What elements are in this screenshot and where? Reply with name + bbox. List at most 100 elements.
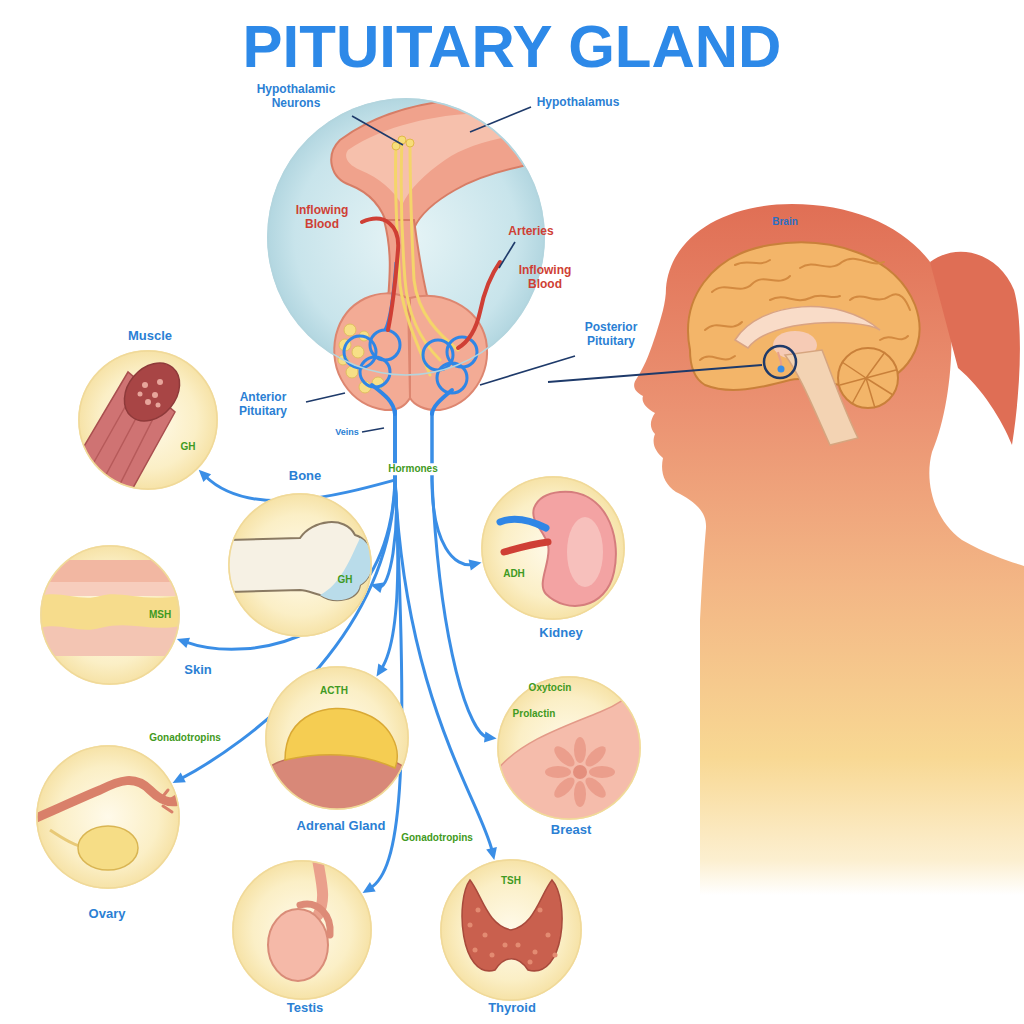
organ-label: Skin xyxy=(184,663,211,678)
organ-circle: Testis xyxy=(232,860,372,1000)
magnified-pituitary-part xyxy=(344,262,477,393)
breast-drawing-part-part-part xyxy=(582,774,609,801)
brain-drawing-part xyxy=(840,352,896,408)
brain-drawing-part-part xyxy=(700,356,735,360)
organ-circle: Ovary xyxy=(36,745,180,889)
pituitary-marker-part xyxy=(778,366,785,373)
skin-drawing-part-part xyxy=(40,594,180,629)
organ-circle: BoneGH xyxy=(228,493,372,637)
organ-label: Bone xyxy=(289,469,322,484)
diagram-title: PITUITARY GLAND xyxy=(243,12,782,81)
organ-circle: MuscleGH xyxy=(78,350,218,490)
circle-outline xyxy=(36,745,180,889)
organ-circle: ADHKidney xyxy=(481,476,625,620)
skin-drawing-part-part xyxy=(40,582,180,596)
magnified-pituitary-part-part xyxy=(362,428,384,432)
testis-drawing-part xyxy=(268,862,330,981)
arrow-head xyxy=(469,560,482,571)
head-silhouette-part xyxy=(930,252,1020,445)
breast-drawing-part-part-part xyxy=(574,737,586,763)
circle-border xyxy=(41,546,179,684)
organ-label: Ovary xyxy=(89,907,126,922)
hormone-label: Oxytocin xyxy=(529,682,572,694)
ovary-drawing-part-part xyxy=(36,781,182,818)
hormone-arrow xyxy=(395,376,497,860)
muscle-drawing-part-part-part xyxy=(142,382,148,388)
circle-border xyxy=(266,667,408,809)
muscle-drawing-part-part xyxy=(138,379,164,408)
magnified-pituitary xyxy=(267,92,575,432)
breast-drawing-part-part-part xyxy=(551,743,578,770)
thyroid-drawing xyxy=(440,859,582,1001)
magnified-pituitary-part xyxy=(372,385,452,414)
circle-border xyxy=(79,351,217,489)
organ-label: Breast xyxy=(551,823,591,838)
hormone-label: TSH xyxy=(501,875,521,887)
thyroid-drawing-part-part-part xyxy=(546,933,551,938)
magnified-pituitary-part-part xyxy=(372,385,395,414)
skin-drawing xyxy=(40,545,180,685)
organ-circle: OxytocinProlactinBreast xyxy=(497,676,641,820)
brain-drawing-part xyxy=(700,259,910,360)
pituitary-marker-part xyxy=(548,365,762,382)
hormone-label: ACTH xyxy=(320,685,348,697)
vessel-label: Inflowing Blood xyxy=(287,204,357,232)
magnified-pituitary-part-part xyxy=(499,242,515,268)
organ-circle: TSHThyroid xyxy=(440,859,582,1001)
kidney-drawing-part-part xyxy=(567,517,603,587)
part-label: Brain xyxy=(772,216,798,228)
edge-label: Gonadotropins xyxy=(147,732,223,744)
circle-outline xyxy=(228,493,372,637)
part-label: Posterior Pituitary xyxy=(571,321,651,349)
brain-drawing xyxy=(688,243,919,446)
hormone-label: Hormones xyxy=(386,463,439,475)
circle-border xyxy=(37,746,179,888)
bone-drawing-part-part xyxy=(228,522,372,600)
thyroid-drawing-part-part-part xyxy=(538,908,543,913)
hormone-label: MSH xyxy=(149,609,171,621)
muscle-drawing-part-part-part xyxy=(157,379,163,385)
thyroid-drawing-part-part-part xyxy=(468,923,473,928)
adrenal-drawing-part xyxy=(265,708,410,812)
brain-drawing-part-part xyxy=(712,276,790,292)
magnified-pituitary-part xyxy=(331,92,560,228)
adrenal-drawing xyxy=(265,666,410,812)
circle-border xyxy=(441,860,581,1000)
thyroid-drawing-part xyxy=(440,859,582,1001)
magnified-gland: Inflowing BloodArteriesInflowing Blood xyxy=(267,98,545,376)
arrow-head xyxy=(177,638,190,648)
muscle-drawing-part-part-part xyxy=(138,392,143,397)
magnified-pituitary-part xyxy=(362,219,500,348)
circle-border xyxy=(233,861,371,999)
muscle-drawing xyxy=(70,350,218,515)
brain-drawing-part-part xyxy=(800,259,884,268)
breast-drawing-part-part-part xyxy=(574,781,586,807)
circle-outline xyxy=(78,350,218,490)
thyroid-drawing-part-part-part xyxy=(503,943,508,948)
kidney-drawing-part-part xyxy=(500,519,546,528)
muscle-drawing-part-part-part xyxy=(145,399,151,405)
muscle-drawing-part-part xyxy=(113,352,191,432)
brain-drawing-part-part xyxy=(770,296,840,300)
hormone-label: ADH xyxy=(503,568,525,580)
magnified-pituitary-part-part xyxy=(370,330,400,360)
arrow-line xyxy=(370,376,402,889)
brain-drawing-part-part xyxy=(735,260,770,265)
magnified-pituitary-part xyxy=(395,140,458,375)
bone-drawing-part-part xyxy=(320,538,372,600)
magnified-pituitary-part-part xyxy=(432,390,452,414)
breast-drawing-part-part xyxy=(573,765,587,779)
arrow-head xyxy=(199,470,211,482)
magnified-pituitary-part-part xyxy=(406,139,414,147)
muscle-drawing-part-part-part xyxy=(152,392,158,398)
magnified-pituitary-part-part xyxy=(410,142,458,350)
edge-label: Gonadotropins xyxy=(399,832,475,844)
magnified-pituitary-part xyxy=(334,293,410,410)
hormone-label: GH xyxy=(181,441,196,453)
bone-drawing-part xyxy=(228,522,372,600)
magnified-pituitary-part xyxy=(392,136,414,150)
magnified-pituitary-part-part xyxy=(331,92,560,228)
organ-label: Thyroid xyxy=(488,1001,536,1016)
